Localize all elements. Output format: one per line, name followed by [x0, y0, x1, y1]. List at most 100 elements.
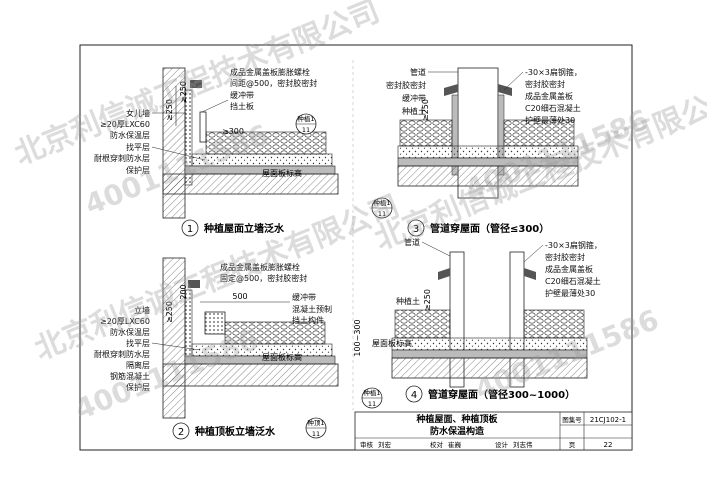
- metal-cap: [190, 80, 202, 88]
- roof-slab: [397, 165, 579, 187]
- drawing-4: ≥250 100~300 管道 种植土 -30×3扁钢箍， 密封胶密封 成品金属…: [353, 237, 602, 409]
- svg-text:11: 11: [368, 400, 376, 408]
- label-right-1: -30×3扁钢箍，: [525, 67, 582, 77]
- atlas-number: 21CJ102-1: [590, 416, 626, 424]
- detail-ref-mark: 种植1 11: [295, 113, 317, 135]
- label-right-1: 成品金属盖板膨胀螺栓: [220, 262, 300, 272]
- label-right-2: 间距@500，密封胶密封: [230, 78, 317, 88]
- gravel-left: [399, 119, 453, 147]
- label-right-2: 固定@500，密封胶密封: [220, 273, 307, 283]
- drawing-2: ≥250 200 500 成品金属盖板膨胀螺栓 固定@500，密封胶密封 缓冲带…: [94, 257, 339, 440]
- label-right-5: 护壁最薄处30: [525, 115, 575, 125]
- label-left-7: 钢筋混凝土: [110, 371, 150, 381]
- label-left-5: 耐根穿刺防水层: [94, 153, 150, 163]
- drawing-caption: 种植顶板立墙泛水: [194, 425, 276, 438]
- label-left-1: 管道: [410, 67, 426, 77]
- dim-horizontal: 500: [232, 292, 247, 301]
- title-block: 种植屋面、种植顶板 防水保温构造 图集号 21CJ102-1 页 22 审核 刘…: [354, 411, 633, 451]
- review-label: 审核: [360, 440, 374, 449]
- svg-text:种植1: 种植1: [363, 388, 380, 397]
- svg-text:种顶1: 种顶1: [307, 418, 324, 427]
- detail-ref-mark: 种植1 11: [371, 197, 393, 219]
- dim-vertical-2: 100~300: [353, 319, 362, 356]
- label-left-6: 保护层: [126, 165, 150, 175]
- caption-number: 2: [178, 427, 184, 438]
- caption-number-circle: [407, 219, 425, 237]
- label-right-3: 缓冲带: [292, 292, 316, 302]
- svg-text:种植1: 种植1: [373, 198, 390, 207]
- label-left-5: 耐根穿刺防水层: [94, 349, 150, 359]
- design-label: 设计: [495, 440, 509, 449]
- roof-slab: [391, 357, 588, 379]
- label-left-2: ≥20厚LXC60: [100, 317, 150, 326]
- label-left-2: 种植土: [396, 296, 420, 306]
- cover-left: [444, 84, 458, 96]
- label-left-6: 隔离层: [126, 360, 150, 370]
- atlas-label: 图集号: [562, 415, 582, 424]
- gravel-right: [523, 309, 585, 339]
- label-right-5: 挡土构件: [292, 315, 324, 325]
- dim-vertical: ≥250: [165, 99, 174, 121]
- caption-number-circle: [405, 385, 423, 403]
- label-left-4: 找平层: [126, 338, 150, 348]
- detail-ref-mark: 种植1 11: [361, 387, 383, 409]
- label-left-3: 防水保温层: [110, 327, 150, 337]
- page-number: 22: [604, 441, 613, 449]
- svg-text:种植1: 种植1: [297, 114, 314, 123]
- drawing-caption: 种植屋面立墙泛水: [203, 222, 285, 235]
- cover-right: [498, 84, 512, 96]
- label-right-4: 挡土板: [230, 101, 254, 111]
- dim-horizontal: ≥300: [222, 127, 244, 136]
- roof-slab: [162, 363, 339, 387]
- dim-vertical-2: 200: [179, 284, 188, 299]
- watermark-layer: 北京利信诚工程技术有限公司 北京利信诚工程技术有限公司 北京利信诚工程技术有限公…: [10, 0, 707, 426]
- drawing-caption: 管道穿屋面（管径≤300）: [430, 222, 549, 235]
- precast-retainer: [204, 311, 226, 335]
- dim-vertical: ≥250: [421, 99, 430, 121]
- label-right-3: 成品金属盖板: [525, 91, 573, 101]
- ref-label: 屋面板标高: [372, 338, 412, 348]
- label-right-1: 成品金属盖板膨胀螺栓: [230, 67, 310, 77]
- label-right-2: 密封胶密封: [525, 79, 565, 89]
- label-left-3: 防水保温层: [110, 130, 150, 140]
- svg-text:11: 11: [312, 430, 320, 438]
- caption-number: 3: [413, 224, 419, 235]
- cover-right: [524, 268, 536, 280]
- label-right-5: 护壁最薄处30: [545, 288, 595, 298]
- check-label: 校对: [430, 440, 444, 449]
- label-left-2: ≥20厚LXC60: [100, 120, 150, 129]
- label-right-1: -30×3扁钢箍，: [545, 240, 602, 250]
- svg-text:11: 11: [378, 210, 386, 218]
- caption-number-circle: [172, 422, 190, 440]
- ref-label: 屋面板标高: [262, 168, 302, 178]
- drawing-caption: 管道穿屋面（管径300~1000）: [428, 388, 575, 401]
- design-name: 刘志伟: [513, 440, 533, 449]
- gravel-right: [503, 119, 575, 147]
- gravel-left: [394, 309, 451, 339]
- label-left-1: 女儿墙: [126, 108, 150, 118]
- dim-vertical-2: ≥250: [179, 81, 188, 103]
- cover-left: [438, 268, 450, 280]
- title-line-1: 种植屋面、种植顶板: [415, 413, 498, 425]
- review-name: 刘宏: [378, 440, 392, 449]
- drawing-3: ≥250 管道 密封胶密封 缓冲带 种植土 -30×3扁钢箍， 密封胶密封 成品…: [371, 67, 582, 237]
- label-right-4: C20细石混凝土: [525, 103, 581, 113]
- label-left-1: 管道: [404, 237, 420, 247]
- dim-vertical: ≥250: [423, 289, 432, 311]
- svg-text:11: 11: [302, 126, 310, 134]
- drawing-1: ≥250 ≥250 ≥300 成品金属盖板膨胀螺栓 间距@500，密封胶密封 缓…: [94, 67, 339, 237]
- caption-number: 4: [411, 390, 417, 401]
- page-label: 页: [569, 441, 576, 449]
- label-left-1: 立墙: [134, 305, 150, 315]
- label-left-4: 找平层: [126, 142, 150, 152]
- label-right-4: C20细石混凝土: [545, 276, 601, 286]
- caption-number: 1: [187, 224, 193, 235]
- metal-cap: [188, 280, 200, 288]
- dim-vertical: ≥250: [165, 301, 174, 323]
- label-right-2: 密封胶密封: [545, 252, 585, 262]
- label-left-4: 种植土: [402, 106, 426, 116]
- check-name: 崔巍: [448, 440, 462, 449]
- label-left-3: 缓冲带: [402, 93, 426, 103]
- ref-label: 屋面板标高: [262, 352, 302, 362]
